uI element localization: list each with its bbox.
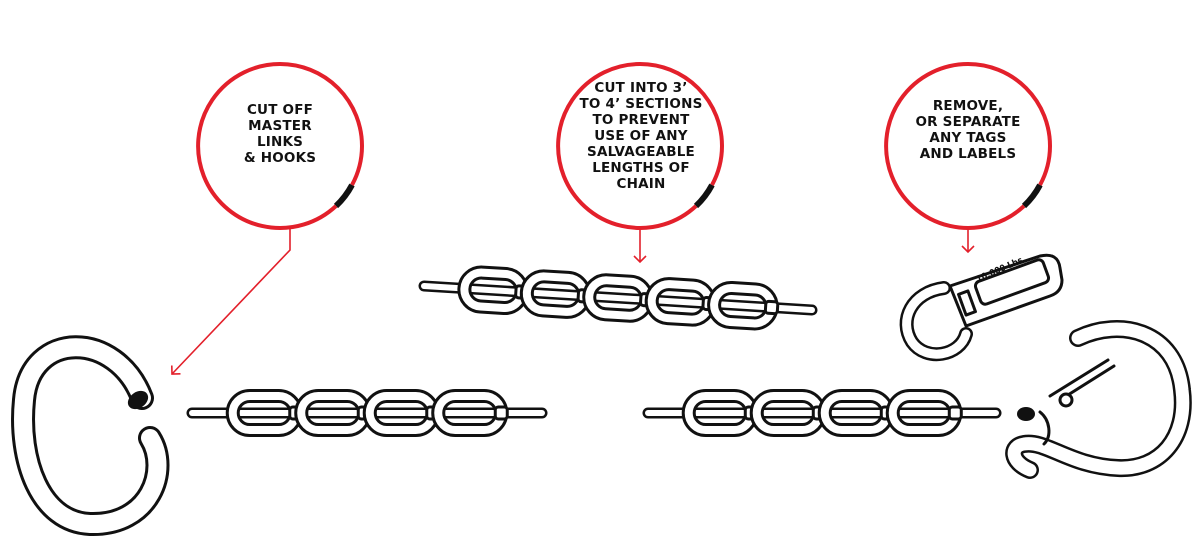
callout-circle-cut-sections [556,62,724,230]
chain-segment-right [642,389,1002,437]
callout-line: TO PREVENT [592,112,690,128]
callout-text-remove-tags: REMOVE, OR SEPARATE ANY TAGS AND LABELS [902,98,1034,162]
id-tag [899,253,1064,362]
callout-line: CHAIN [616,176,666,192]
callout-line: USE OF ANY [594,128,688,144]
leader-arrow-master-links [170,228,291,375]
callout-line: LENGTHS OF [592,160,690,176]
callout-line: SALVAGEABLE [587,144,695,160]
hook-latch [1048,358,1110,398]
callout-line: MASTER [248,118,312,134]
hook [1005,320,1192,479]
callout-line: OR SEPARATE [915,114,1021,130]
chain-segment-middle [418,265,818,331]
callout-line: REMOVE, [932,98,1004,114]
callout-line: TO 4’ SECTIONS [579,96,703,112]
callout-circle-master-links [196,62,364,230]
master-link-cut-end [127,390,149,410]
callout-circle-remove-tags [884,62,1052,230]
master-link [11,335,170,536]
callout-line: ANY TAGS [929,130,1007,146]
callout-line: & HOOKS [243,150,317,166]
chain-segment-left [186,389,548,437]
callout-text-cut-sections: CUT INTO 3’ TO 4’ SECTIONS TO PREVENT US… [566,80,716,192]
callout-line: AND LABELS [919,146,1017,162]
callout-line: LINKS [256,134,304,150]
callout-text-master-links: CUT OFF MASTER LINKS & HOOKS [222,102,338,166]
callout-line: CUT OFF [246,102,314,118]
callout-line: CUT INTO 3’ [594,80,688,96]
